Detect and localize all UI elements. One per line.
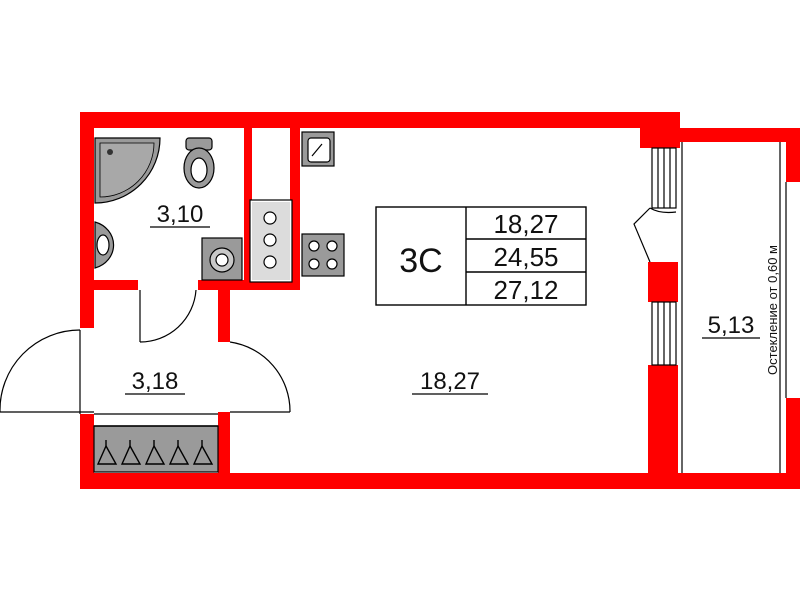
wall-bath-bottom-left [80, 280, 138, 290]
balcony-glazing-note: Остекление от 0,60 м [765, 245, 780, 375]
wall-kitchen-niche [290, 128, 300, 288]
kitchen-sink-icon [301, 131, 335, 167]
entrance-door-right [229, 341, 291, 413]
bath-door-swing [139, 289, 197, 343]
washing-machine-icon [201, 237, 243, 281]
wall-hall-partition-lower [218, 412, 230, 480]
wall-balcony-right-top [786, 128, 800, 182]
balcony-glazing [681, 142, 787, 473]
balcony-door [633, 207, 677, 263]
balcony-window-upper [651, 147, 677, 209]
balcony-window-lower [651, 301, 677, 366]
cooktop-icon [301, 233, 345, 277]
area-total-value: 24,55 [493, 242, 558, 272]
toilet-icon [183, 137, 215, 189]
doors [0, 289, 291, 415]
walls [80, 112, 800, 489]
wall-balcony-top [680, 128, 790, 142]
wall-balcony-right-bottom [786, 398, 800, 489]
area-info-box: 3С 18,27 24,55 27,12 [375, 206, 587, 306]
area-living-value: 18,27 [493, 209, 558, 239]
area-total-balcony-value: 27,12 [493, 275, 558, 305]
oven-icon [249, 199, 293, 283]
wall-bath-bottom-right [198, 280, 300, 290]
hallway-area-label: 3,18 [132, 368, 179, 395]
living-area-label: 18,27 [420, 368, 480, 395]
room-labels: 3,10 3,18 18,27 5,13 Остекление от 0,60 … [125, 201, 780, 395]
wall-right-mid [648, 262, 678, 302]
entrance-door-left [0, 329, 81, 412]
wall-right-bottom [648, 365, 678, 485]
wall-hall-partition [218, 288, 230, 342]
hangers [96, 440, 214, 465]
wall-top [80, 112, 680, 128]
balcony-area-label: 5,13 [708, 312, 755, 339]
wall-balcony-bottom [680, 473, 790, 489]
bathroom-area-label: 3,10 [157, 201, 204, 228]
wall-bottom [80, 473, 680, 489]
unit-type-label: 3С [399, 242, 442, 280]
wall-left-lower [80, 414, 94, 489]
wardrobe-icon [93, 425, 219, 473]
shower-tray [94, 137, 161, 204]
sink-icon [94, 221, 115, 269]
wall-left-upper [80, 112, 94, 328]
wall-bath-right [244, 128, 252, 288]
wall-right-top [640, 112, 680, 148]
